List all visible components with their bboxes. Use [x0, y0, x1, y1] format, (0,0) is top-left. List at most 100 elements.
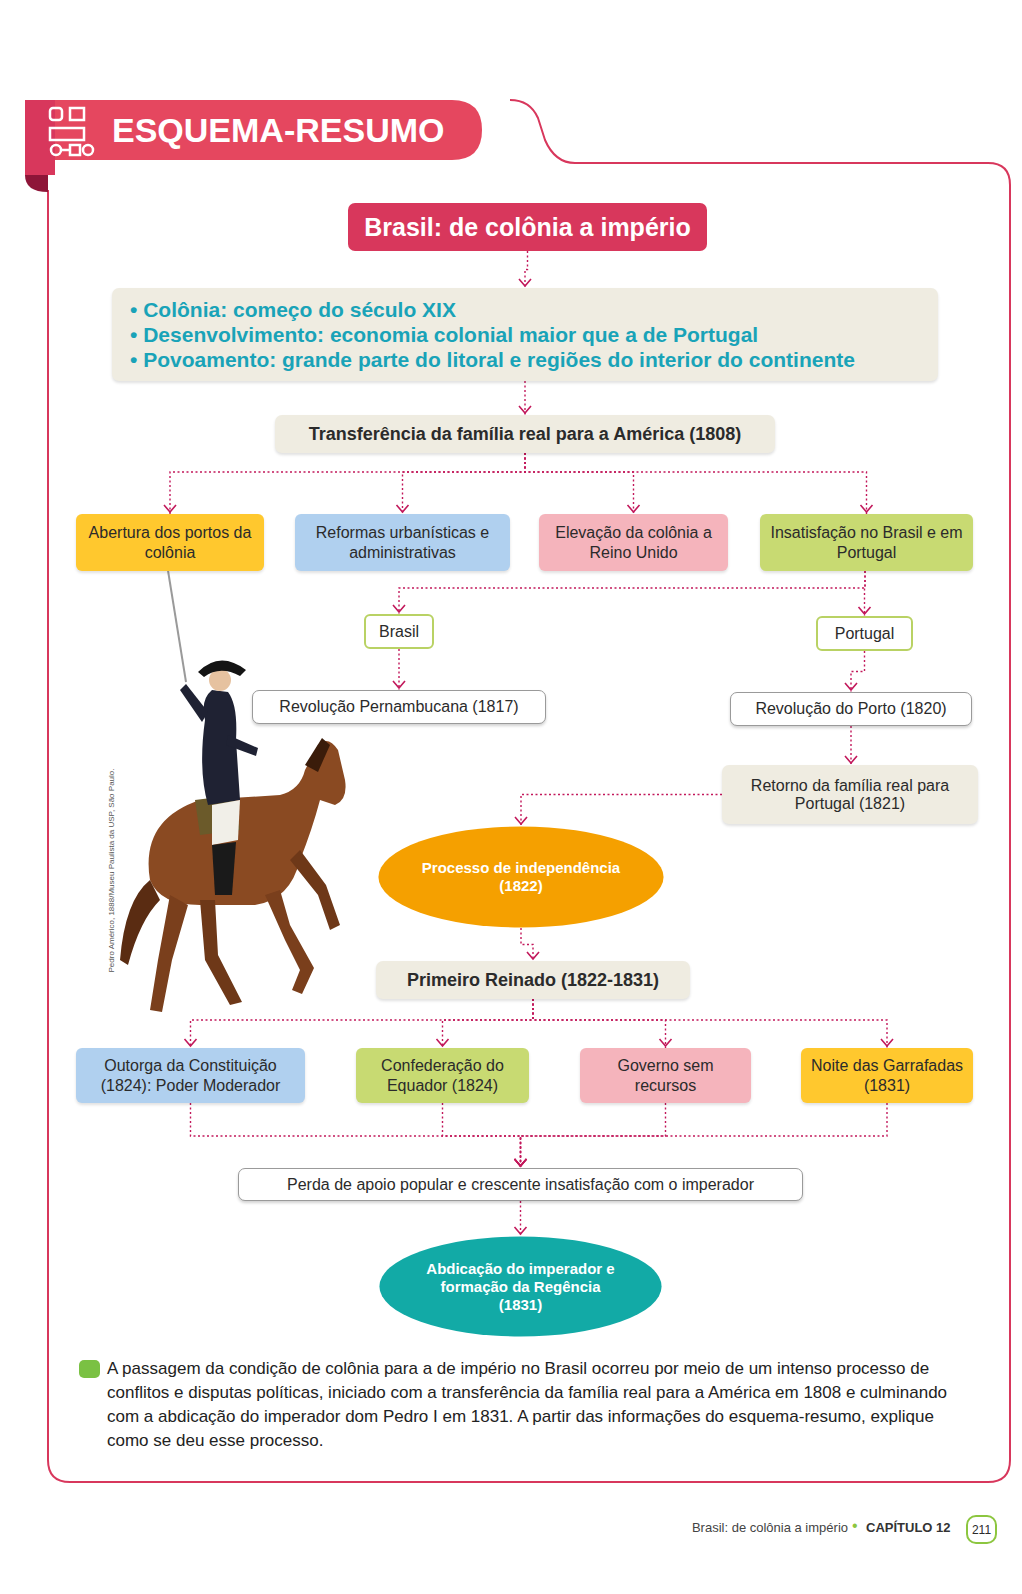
- event-box: Governo sem recursos: [580, 1048, 751, 1103]
- node-text: • Povoamento: grande parte do litoral e …: [130, 347, 855, 372]
- horseman-illustration: [120, 552, 346, 1012]
- footer-chapter-number: CAPÍTULO 12: [866, 1520, 951, 1535]
- connector-line: [851, 651, 865, 692]
- context-box: • Colônia: começo do século XIX• Desenvo…: [112, 288, 938, 381]
- connector: [845, 726, 857, 765]
- connector: [859, 571, 871, 616]
- node-text: • Desenvolvimento: economia colonial mai…: [130, 322, 758, 347]
- node-text: Abertura dos portos da colônia: [82, 523, 258, 563]
- arrowhead: [859, 607, 871, 614]
- image-credit: Pedro Américo, 1888/Museu Paulista da US…: [107, 739, 116, 1003]
- arrowhead: [393, 681, 405, 688]
- node-text: Insatisfação no Brasil e em Portugal: [766, 523, 967, 563]
- connector-line: [521, 1103, 888, 1168]
- connector-line: [403, 453, 526, 514]
- consequence-box: Insatisfação no Brasil e em Portugal: [760, 514, 973, 571]
- event-box: Transferência da família real para a Amé…: [275, 415, 775, 453]
- connector-line: [398, 649, 399, 690]
- title-tab: [48, 100, 482, 160]
- node-text: Transferência da família real para a Amé…: [309, 424, 742, 445]
- arrowhead: [519, 406, 531, 413]
- period-box: Primeiro Reinado (1822-1831): [376, 961, 690, 999]
- node-text: Revolução Pernambucana (1817): [279, 698, 518, 716]
- arrowhead: [881, 1039, 893, 1046]
- connector: [443, 1103, 527, 1168]
- node-text: Elevação da colônia a Reino Unido: [545, 523, 722, 563]
- place-box: Brasil: [364, 614, 434, 649]
- connector: [393, 649, 405, 690]
- arrowhead: [515, 1159, 527, 1166]
- node-text: Outorga da Constituição (1824): Poder Mo…: [82, 1056, 299, 1096]
- node-text: Processo de independência (1822): [417, 859, 625, 895]
- node-text: Portugal: [835, 625, 895, 643]
- connector: [525, 453, 640, 514]
- place-box: Portugal: [816, 616, 913, 651]
- connector: [845, 651, 865, 692]
- connector-line: [520, 1201, 521, 1236]
- node-text: Primeiro Reinado (1822-1831): [407, 970, 659, 991]
- connector-line: [525, 453, 867, 514]
- event-box: Confederação do Equador (1824): [356, 1048, 529, 1103]
- node-text: Perda de apoio popular e crescente insat…: [287, 1176, 754, 1194]
- page-number: 211: [966, 1515, 997, 1544]
- process-ellipse: Processo de independência (1822): [377, 826, 665, 928]
- arrowhead: [393, 605, 405, 612]
- node-text: Governo sem recursos: [586, 1056, 745, 1096]
- connector-line: [533, 999, 666, 1048]
- connector: [515, 1201, 527, 1236]
- node-text: Revolução do Porto (1820): [755, 700, 946, 718]
- consequence-box: Reformas urbanísticas e administrativas: [295, 514, 510, 571]
- connector: [519, 251, 531, 288]
- connector-line: [443, 1103, 521, 1168]
- connector-line: [191, 999, 534, 1048]
- result-box: Perda de apoio popular e crescente insat…: [238, 1168, 803, 1201]
- node-text: • Colônia: começo do século XIX: [130, 297, 456, 322]
- connector-line: [524, 381, 525, 415]
- node-text: 211: [972, 1523, 991, 1537]
- connector-line: [533, 999, 887, 1048]
- result-ellipse: Abdicação do imperador e formação da Reg…: [378, 1236, 663, 1337]
- connector: [515, 1103, 888, 1168]
- event-box: Noite das Garrafadas (1831): [801, 1048, 973, 1103]
- connector: [397, 453, 526, 514]
- connector-line: [170, 453, 525, 514]
- arrowhead: [861, 505, 873, 512]
- arrowhead: [628, 505, 640, 512]
- connector: [533, 999, 893, 1048]
- question-mark-square: [79, 1360, 100, 1378]
- connector: [393, 571, 865, 614]
- connector: [519, 381, 531, 415]
- connector-line: [525, 453, 634, 514]
- node-text: Abdicação do imperador e formação da Reg…: [418, 1260, 623, 1314]
- event-box: Retorno da família real para Portugal (1…: [722, 765, 978, 824]
- consequence-box: Abertura dos portos da colônia: [76, 514, 264, 571]
- arrowhead: [164, 505, 176, 512]
- arrowhead: [660, 1039, 672, 1046]
- connector: [515, 795, 722, 827]
- node-text: Brasil: de colônia a império: [364, 213, 690, 242]
- node-text: Reformas urbanísticas e administrativas: [301, 523, 504, 563]
- consequence-box: Elevação da colônia a Reino Unido: [539, 514, 728, 571]
- arrowhead: [845, 683, 857, 690]
- arrowhead: [515, 1227, 527, 1234]
- scheme-icon: [50, 108, 93, 155]
- connector: [521, 928, 539, 961]
- arrowhead: [845, 756, 857, 763]
- connector-line: [399, 571, 865, 614]
- connector-line: [850, 726, 851, 765]
- title: ESQUEMA-RESUMO: [112, 106, 444, 154]
- arrowhead: [397, 505, 409, 512]
- title-box: Brasil: de colônia a império: [348, 203, 707, 251]
- frame: [48, 100, 1010, 1482]
- connector: [191, 1103, 527, 1168]
- connector-line: [443, 999, 534, 1048]
- node-text: Retorno da família real para Portugal (1…: [722, 777, 978, 813]
- node-text: Confederação do Equador (1824): [362, 1056, 523, 1096]
- connector-line: [864, 571, 866, 616]
- event-box: Revolução Pernambucana (1817): [252, 690, 546, 724]
- node-text: Noite das Garrafadas (1831): [807, 1056, 967, 1096]
- connector: [437, 999, 534, 1048]
- arrowhead: [527, 952, 539, 959]
- connector-line: [521, 795, 722, 827]
- connector: [164, 453, 525, 514]
